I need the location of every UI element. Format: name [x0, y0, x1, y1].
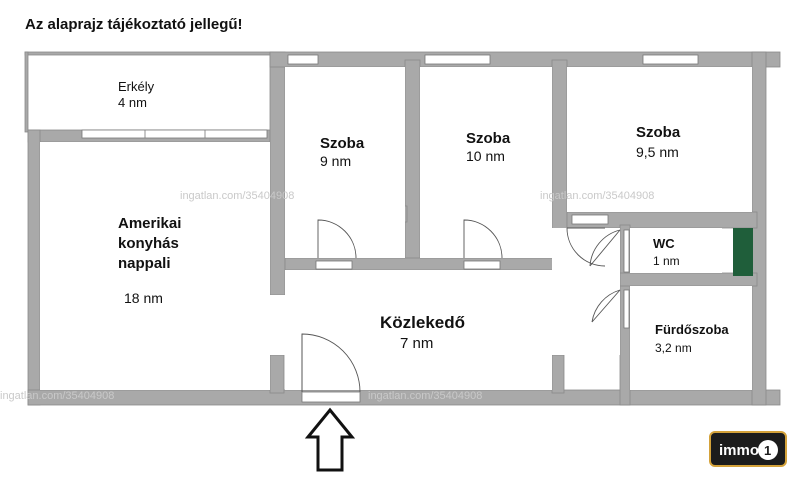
room-area: 9,5 nm: [636, 144, 679, 160]
logo-badge: 1: [764, 443, 771, 458]
corridor-post-left: [269, 354, 285, 394]
door-szoba1: [317, 219, 357, 259]
balcony-top-rail: [24, 51, 274, 56]
room-name-line: konyhás: [118, 235, 179, 252]
balcony-left-rail: [24, 51, 29, 133]
doors: [301, 219, 621, 393]
room-name: Közlekedő: [380, 313, 465, 332]
door-wc: [589, 229, 621, 267]
logo-text: immo: [719, 442, 759, 459]
room-area: 18 nm: [124, 290, 163, 306]
room-area: 1 nm: [653, 254, 680, 268]
watermark: ingatlan.com/35404908: [0, 390, 114, 402]
room-area: 10 nm: [466, 148, 505, 164]
room-area: 4 nm: [118, 95, 147, 110]
room-name-line: nappali: [118, 255, 171, 272]
immo1-logo: immo 1: [709, 431, 787, 467]
room-labels: Erkély 4 nm Amerikai konyhás nappali 18 …: [118, 79, 729, 355]
floors: [40, 67, 752, 390]
room-name: Szoba: [466, 130, 511, 147]
watermark: ingatlan.com/35404908: [540, 190, 654, 202]
door-bath: [591, 289, 621, 323]
windows: [81, 54, 699, 403]
outer-top-wall: [269, 51, 781, 68]
door-entrance: [301, 333, 361, 393]
watermarks: ingatlan.com/35404908 ingatlan.com/35404…: [0, 190, 654, 402]
room-name: Szoba: [320, 135, 365, 152]
living-right-wall: [269, 51, 286, 296]
room-name: Fürdőszoba: [655, 322, 729, 337]
green-panel: [733, 228, 753, 276]
outer-left-wall: [27, 129, 41, 406]
room-name: Szoba: [636, 124, 681, 141]
door-szoba2: [463, 219, 503, 259]
room-name: WC: [653, 236, 675, 251]
corridor-post-right: [551, 354, 565, 394]
room-area: 7 nm: [400, 335, 433, 352]
room-name: Erkély: [118, 79, 155, 94]
watermark: ingatlan.com/35404908: [368, 390, 482, 402]
room-name-line: Amerikai: [118, 215, 181, 232]
watermark: ingatlan.com/35404908: [180, 190, 294, 202]
door-szoba3: [566, 227, 606, 267]
room-area: 9 nm: [320, 153, 351, 169]
room-area: 3,2 nm: [655, 341, 692, 355]
plan-title: Az alaprajz tájékoztató jellegű!: [25, 16, 243, 33]
wall-szoba1-2: [404, 59, 421, 271]
outer-right-wall: [751, 51, 767, 406]
entrance-arrow-icon: [304, 407, 356, 472]
